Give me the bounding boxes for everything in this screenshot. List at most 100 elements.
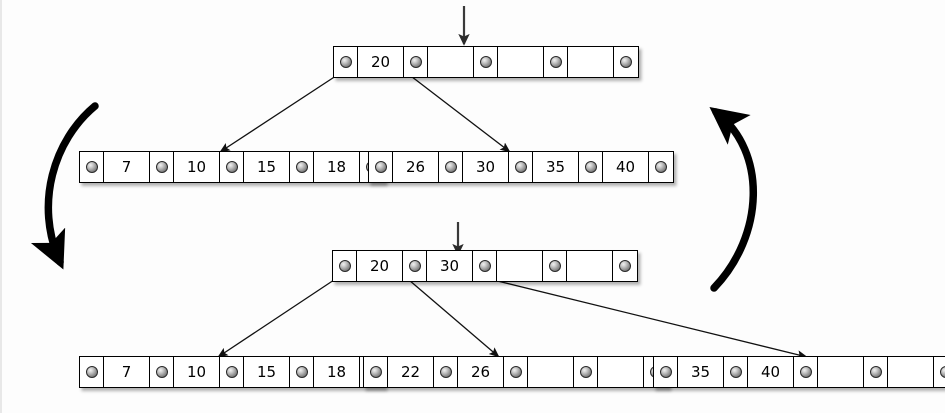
key-label: 18 xyxy=(326,158,347,176)
pointer-cell xyxy=(579,152,603,182)
pointer-dot-icon xyxy=(549,56,562,68)
key-cell-empty xyxy=(497,251,543,281)
pointer-dot-icon xyxy=(225,366,238,378)
key-cell-empty xyxy=(818,357,864,387)
pointer-cell xyxy=(290,357,314,387)
pointer-dot-icon xyxy=(548,260,561,272)
key-cell: 10 xyxy=(174,152,220,182)
key-cell: 20 xyxy=(358,47,404,77)
key-cell: 26 xyxy=(458,357,504,387)
key-cell-empty xyxy=(428,47,474,77)
leaf-node-before-right[interactable]: 26 30 35 40 xyxy=(368,151,674,183)
pointer-cell xyxy=(220,357,244,387)
pointer-dot-icon xyxy=(444,161,457,173)
pointer-cell xyxy=(334,47,358,77)
key-cell: 35 xyxy=(533,152,579,182)
pointer-dot-icon xyxy=(338,260,351,272)
pointer-cell xyxy=(150,357,174,387)
key-cell-empty xyxy=(598,357,644,387)
pointer-cell xyxy=(934,357,945,387)
pointer-dot-icon xyxy=(374,161,387,173)
pointer-cell xyxy=(333,251,357,281)
key-label: 30 xyxy=(439,257,460,275)
pointer-cell xyxy=(544,47,568,77)
pointer-dot-icon xyxy=(729,366,742,378)
pointer-cell xyxy=(654,357,678,387)
pointer-dot-icon xyxy=(619,260,631,272)
pointer-dot-icon xyxy=(439,366,452,378)
pointer-cell xyxy=(220,152,244,182)
pointer-dot-icon xyxy=(478,260,491,272)
key-cell: 7 xyxy=(104,357,150,387)
key-cell: 18 xyxy=(314,357,360,387)
key-cell-empty xyxy=(888,357,934,387)
key-cell: 18 xyxy=(314,152,360,182)
pointer-cell xyxy=(574,357,598,387)
pointer-cell xyxy=(613,251,637,281)
pointer-dot-icon xyxy=(940,366,945,378)
pointer-dot-icon xyxy=(655,161,667,173)
key-label: 35 xyxy=(690,363,711,381)
key-label: 22 xyxy=(400,363,421,381)
pointer-dot-icon xyxy=(155,161,168,173)
pointer-cell xyxy=(403,251,427,281)
key-cell: 20 xyxy=(357,251,403,281)
pointer-dot-icon xyxy=(479,56,492,68)
key-label: 20 xyxy=(370,53,391,71)
key-label: 10 xyxy=(186,363,207,381)
pointer-cell xyxy=(369,152,393,182)
key-cell: 30 xyxy=(427,251,473,281)
pointer-cell xyxy=(794,357,818,387)
key-label: 30 xyxy=(475,158,496,176)
key-cell: 7 xyxy=(104,152,150,182)
pointer-dot-icon xyxy=(409,56,422,68)
key-cell: 15 xyxy=(244,357,290,387)
pointer-arrow-after-right xyxy=(460,271,808,359)
pointer-arrow-after-middle xyxy=(401,273,500,358)
key-label: 20 xyxy=(369,257,390,275)
pointer-arrow-after-left xyxy=(217,273,344,358)
key-cell-empty xyxy=(528,357,574,387)
pointer-dot-icon xyxy=(85,161,98,173)
key-cell: 15 xyxy=(244,152,290,182)
pointer-dot-icon xyxy=(584,161,597,173)
pointer-cell xyxy=(473,251,497,281)
leaf-node-after-left[interactable]: 7 10 15 18 xyxy=(79,356,385,388)
key-label: 15 xyxy=(256,363,277,381)
pointer-dot-icon xyxy=(408,260,421,272)
leaf-node-before-left[interactable]: 7 10 15 18 xyxy=(79,151,385,183)
leaf-node-after-middle[interactable]: 22 26 xyxy=(363,356,669,388)
pointer-cell xyxy=(724,357,748,387)
key-cell: 10 xyxy=(174,357,220,387)
key-label: 40 xyxy=(760,363,781,381)
pointer-arrow-before-left xyxy=(219,69,346,153)
key-label: 7 xyxy=(121,363,132,381)
pointer-cell xyxy=(404,47,428,77)
pointer-dot-icon xyxy=(579,366,592,378)
pointer-cell xyxy=(614,47,638,77)
leaf-node-after-right[interactable]: 35 40 xyxy=(653,356,945,388)
pointer-cell xyxy=(864,357,888,387)
pointer-dot-icon xyxy=(659,366,672,378)
key-label: 26 xyxy=(405,158,426,176)
curved-arrow-left-icon xyxy=(30,102,99,270)
pointer-dot-icon xyxy=(295,366,308,378)
pointer-dot-icon xyxy=(799,366,812,378)
root-node-before[interactable]: 20 xyxy=(333,46,639,78)
key-label: 15 xyxy=(256,158,277,176)
key-cell: 40 xyxy=(603,152,649,182)
pointer-cell xyxy=(504,357,528,387)
pointer-cell xyxy=(150,152,174,182)
pointer-cell xyxy=(80,152,104,182)
pointer-cell xyxy=(474,47,498,77)
pointer-dot-icon xyxy=(339,56,352,68)
pointer-dot-icon xyxy=(869,366,882,378)
key-cell: 30 xyxy=(463,152,509,182)
key-cell-empty xyxy=(498,47,544,77)
key-label: 18 xyxy=(326,363,347,381)
pointer-cell xyxy=(434,357,458,387)
pointer-arrow-before-right xyxy=(402,69,511,153)
key-cell: 35 xyxy=(678,357,724,387)
